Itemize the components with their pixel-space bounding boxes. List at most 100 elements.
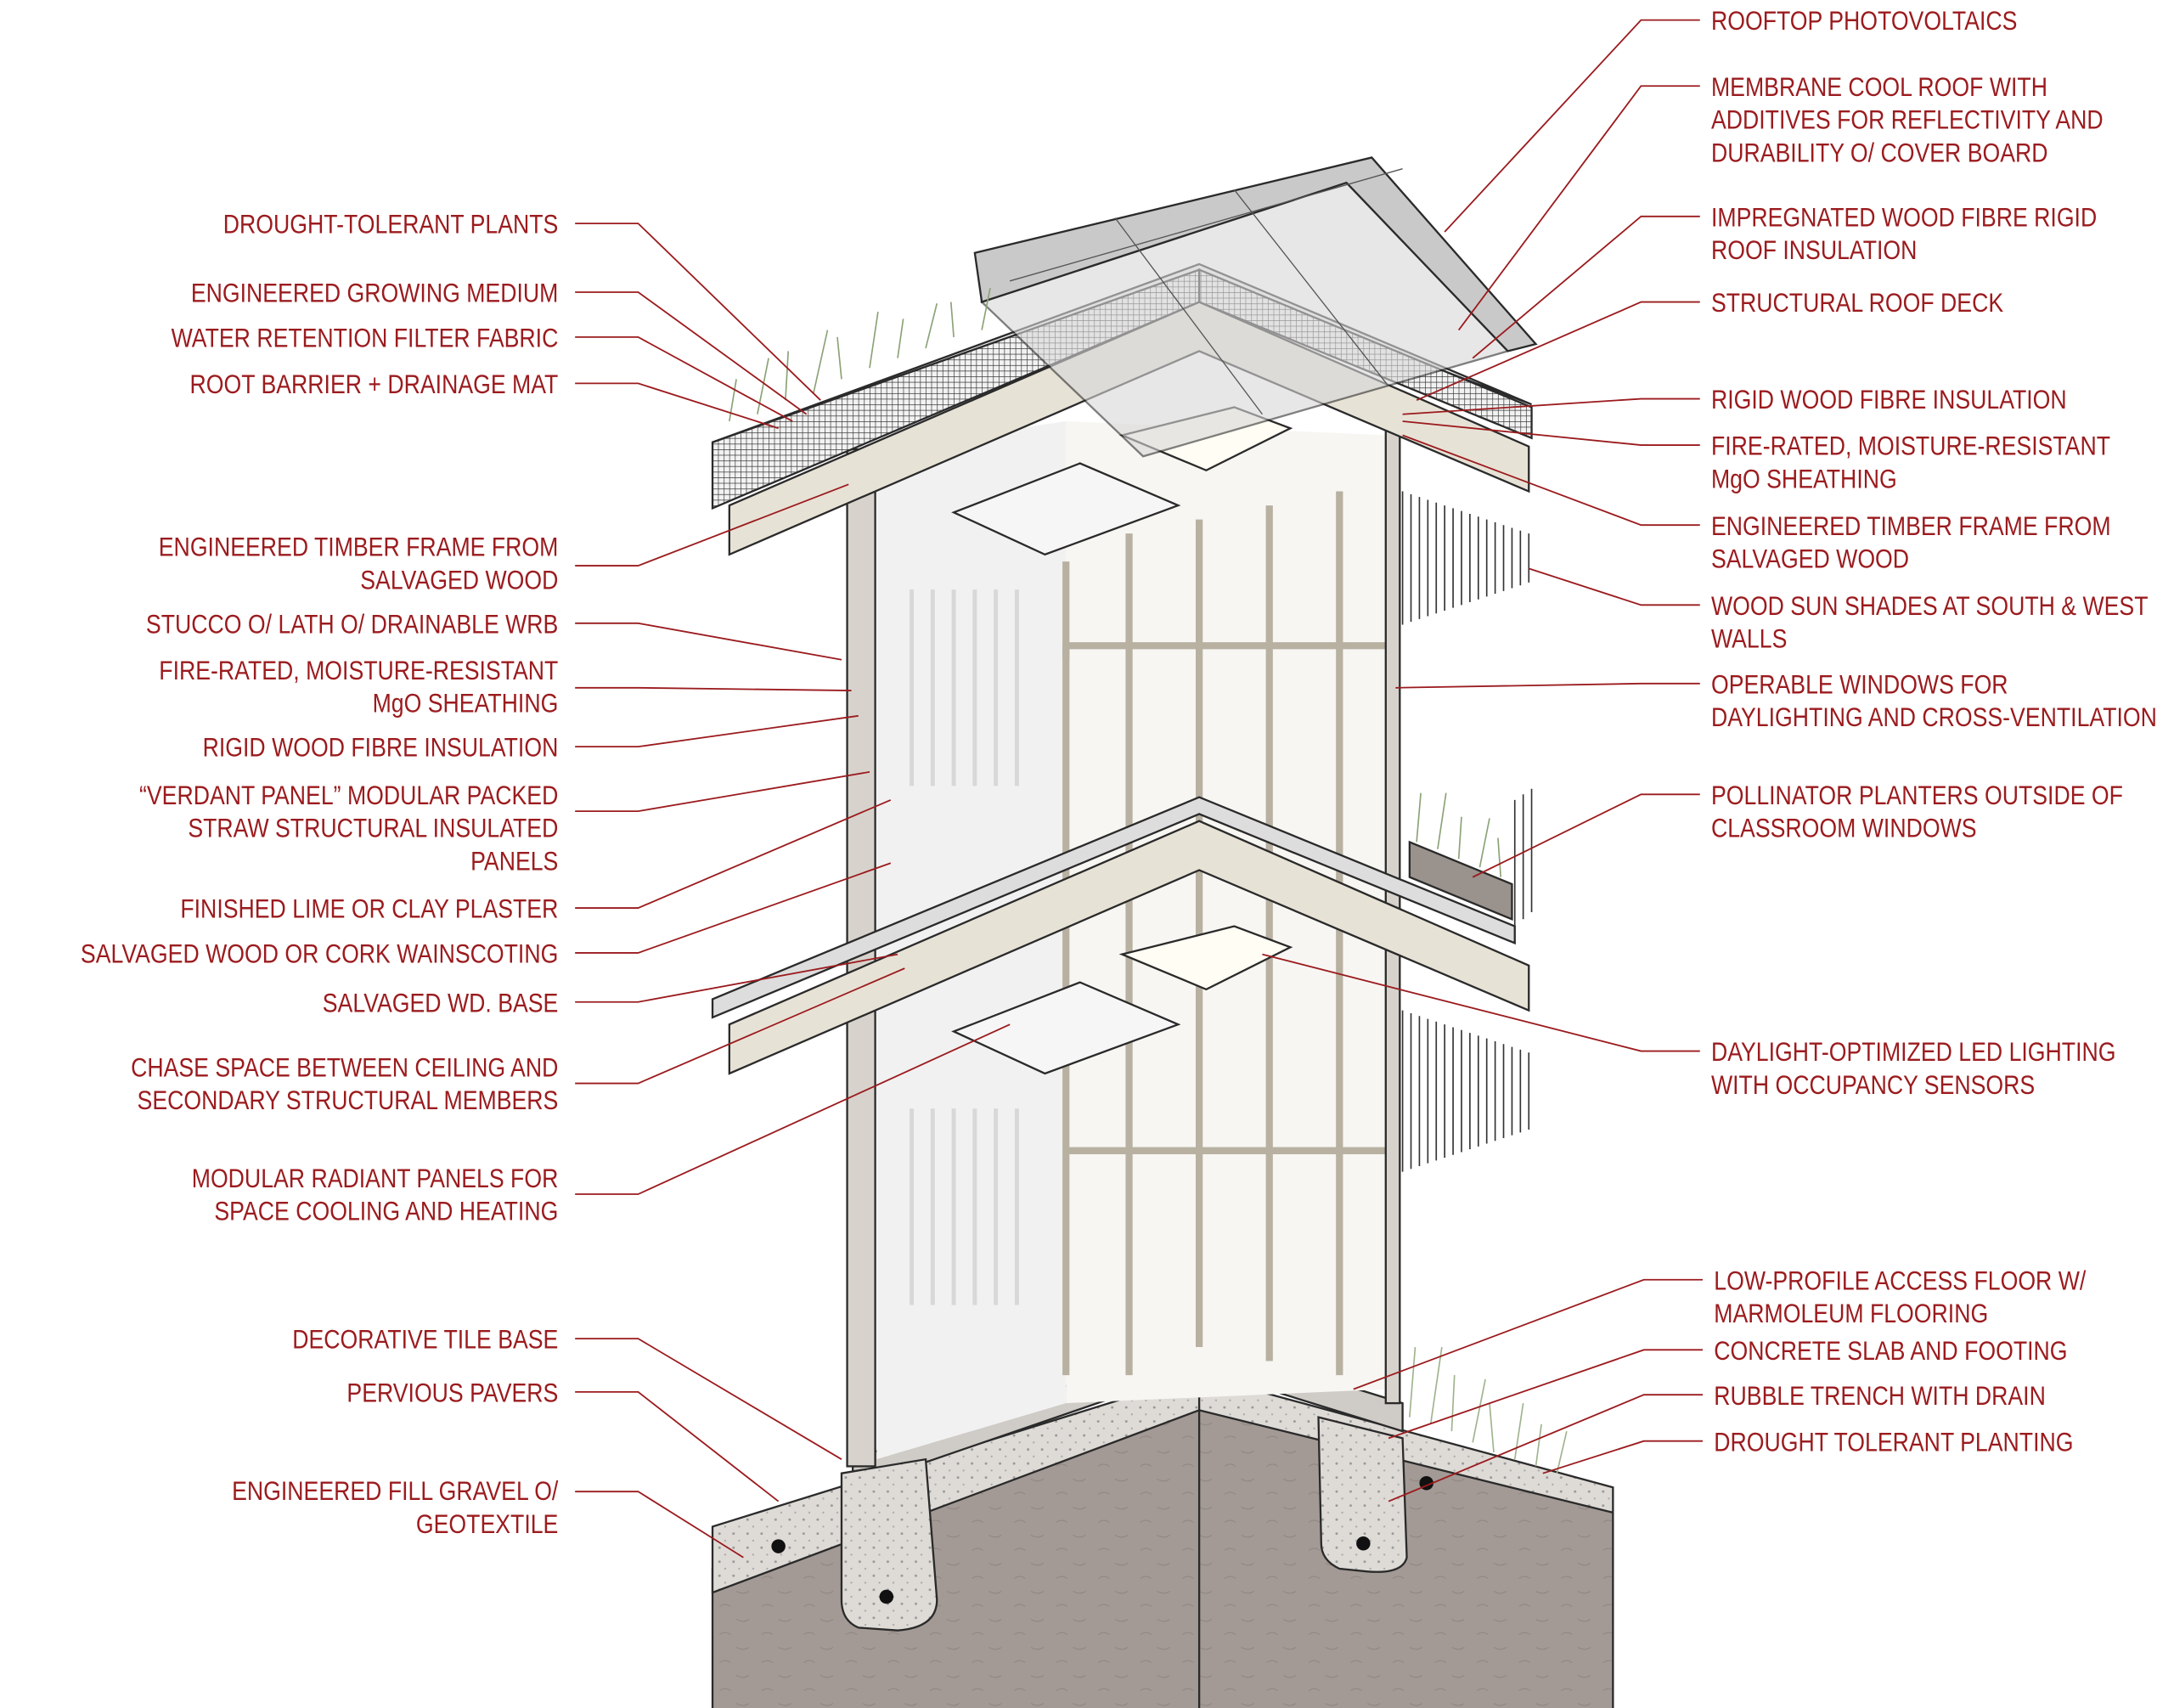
callout-label: CHASE SPACE BETWEEN CEILING AND bbox=[131, 1053, 558, 1082]
leader-line bbox=[1472, 793, 1700, 878]
leader-line bbox=[575, 1023, 1011, 1195]
drain-pipe-icon bbox=[771, 1539, 786, 1553]
svg-text:STUCCO O/ LATH O/ DRAINABLE WR: STUCCO O/ LATH O/ DRAINABLE WRB bbox=[146, 610, 558, 639]
drain-pipe-icon bbox=[1356, 1536, 1371, 1551]
wood-sun-shades bbox=[1401, 491, 1530, 1172]
leader-line bbox=[1402, 420, 1700, 446]
ground-planting bbox=[1409, 1346, 1568, 1474]
callout-label: ADDITIVES FOR REFLECTIVITY AND bbox=[1711, 106, 2104, 135]
callout-pervious-pavers: PERVIOUS PAVERS bbox=[346, 1379, 780, 1502]
svg-text:RIGID WOOD FIBRE INSULATION: RIGID WOOD FIBRE INSULATION bbox=[203, 734, 559, 763]
callout-label: DROUGHT-TOLERANT PLANTS bbox=[223, 211, 559, 240]
callout-label: RUBBLE TRENCH WITH DRAIN bbox=[1714, 1382, 2046, 1411]
callout-label: ENGINEERED TIMBER FRAME FROM bbox=[159, 533, 559, 562]
callout-access-floor: LOW-PROFILE ACCESS FLOOR W/MARMOLEUM FLO… bbox=[1353, 1266, 2087, 1390]
callout-roof-deck: STRUCTURAL ROOF DECK bbox=[1416, 289, 2004, 402]
svg-text:CONCRETE SLAB AND FOOTING: CONCRETE SLAB AND FOOTING bbox=[1714, 1337, 2067, 1366]
svg-text:ENGINEERED FILL GRAVEL O/GEOTE: ENGINEERED FILL GRAVEL O/GEOTEXTILE bbox=[232, 1477, 559, 1539]
svg-text:SALVAGED WD. BASE: SALVAGED WD. BASE bbox=[323, 989, 559, 1017]
callout-growing-medium: ENGINEERED GROWING MEDIUM bbox=[191, 279, 808, 415]
leader-line bbox=[575, 223, 821, 401]
callout-drought-tolerant-planting: DROUGHT TOLERANT PLANTING bbox=[1542, 1428, 2073, 1474]
interior-shadow-fins bbox=[910, 589, 1019, 1305]
leader-line bbox=[575, 1390, 780, 1502]
callout-label: ROOFTOP PHOTOVOLTAICS bbox=[1711, 7, 2017, 36]
leader-line bbox=[575, 335, 793, 422]
light-fixture bbox=[1118, 925, 1293, 991]
callout-label: DROUGHT TOLERANT PLANTING bbox=[1714, 1428, 2073, 1457]
callout-label: SALVAGED WOOD OR CORK WAINSCOTING bbox=[81, 940, 558, 969]
svg-text:STRUCTURAL ROOF DECK: STRUCTURAL ROOF DECK bbox=[1711, 289, 2004, 318]
callout-photovoltaics: ROOFTOP PHOTOVOLTAICS bbox=[1444, 7, 2017, 233]
callout-label: SPACE COOLING AND HEATING bbox=[214, 1198, 558, 1226]
callout-filter-fabric: WATER RETENTION FILTER FABRIC bbox=[172, 324, 793, 422]
interior-back bbox=[1066, 420, 1389, 1404]
callout-label: GEOTEXTILE bbox=[416, 1510, 558, 1539]
callout-fill-gravel: ENGINEERED FILL GRAVEL O/GEOTEXTILE bbox=[232, 1477, 744, 1559]
callout-label: ENGINEERED GROWING MEDIUM bbox=[191, 279, 559, 308]
callout-label: CLASSROOM WINDOWS bbox=[1711, 815, 1977, 843]
svg-text:RIGID WOOD FIBRE INSULATION: RIGID WOOD FIBRE INSULATION bbox=[1711, 386, 2067, 414]
leader-line bbox=[575, 686, 852, 691]
footing-right bbox=[1317, 1416, 1408, 1573]
svg-text:DROUGHT-TOLERANT PLANTS: DROUGHT-TOLERANT PLANTS bbox=[223, 211, 559, 240]
ground bbox=[711, 1339, 1614, 1708]
solar-panel bbox=[973, 156, 1538, 458]
leader-line bbox=[575, 714, 859, 748]
callout-label: MEMBRANE COOL ROOF WITH bbox=[1711, 73, 2047, 102]
callout-label: DECORATIVE TILE BASE bbox=[292, 1326, 558, 1355]
leader-line bbox=[1262, 953, 1700, 1052]
callout-drought-tolerant-plants: DROUGHT-TOLERANT PLANTS bbox=[223, 211, 821, 401]
svg-text:RUBBLE TRENCH WITH DRAIN: RUBBLE TRENCH WITH DRAIN bbox=[1714, 1382, 2046, 1411]
leader-line bbox=[1444, 19, 1700, 233]
leader-line bbox=[575, 1491, 744, 1559]
callout-label: RIGID WOOD FIBRE INSULATION bbox=[203, 734, 559, 763]
leader-line bbox=[1542, 1440, 1704, 1474]
callout-label: FIRE-RATED, MOISTURE-RESISTANT bbox=[159, 657, 558, 685]
callout-sun-shades: WOOD SUN SHADES AT SOUTH & WEST WALLS bbox=[1528, 567, 2149, 654]
callout-label: “VERDANT PANEL” MODULAR PACKED bbox=[139, 781, 558, 810]
mid-floor bbox=[711, 796, 1530, 1075]
svg-text:WATER RETENTION FILTER FABRIC: WATER RETENTION FILTER FABRIC bbox=[172, 324, 559, 353]
svg-text:CHASE SPACE BETWEEN CEILING AN: CHASE SPACE BETWEEN CEILING ANDSECONDARY… bbox=[131, 1053, 558, 1115]
svg-text:FINISHED LIME OR CLAY PLASTER: FINISHED LIME OR CLAY PLASTER bbox=[180, 895, 558, 924]
leader-line bbox=[575, 291, 808, 415]
svg-text:DECORATIVE TILE BASE: DECORATIVE TILE BASE bbox=[292, 1326, 558, 1355]
callout-rubble-trench: RUBBLE TRENCH WITH DRAIN bbox=[1388, 1382, 2046, 1502]
callout-label: IMPREGNATED WOOD FIBRE RIGID bbox=[1711, 203, 2097, 232]
svg-text:SALVAGED WOOD OR CORK WAINSCOT: SALVAGED WOOD OR CORK WAINSCOTING bbox=[81, 940, 558, 969]
leader-line bbox=[1353, 1278, 1704, 1390]
callout-label: RIGID WOOD FIBRE INSULATION bbox=[1711, 386, 2067, 414]
pollinator-planter bbox=[1408, 788, 1533, 927]
callout-label: SALVAGED WD. BASE bbox=[323, 989, 559, 1017]
radiant-panel bbox=[951, 981, 1181, 1075]
green-roof-plants bbox=[729, 287, 991, 422]
callout-label: MARMOLEUM FLOORING bbox=[1714, 1299, 1988, 1328]
leader-line bbox=[575, 483, 849, 567]
callout-label: DURABILITY O/ COVER BOARD bbox=[1711, 138, 2048, 167]
leader-line bbox=[1388, 1349, 1704, 1440]
callout-label: WALLS bbox=[1711, 625, 1787, 654]
svg-text:DROUGHT TOLERANT PLANTING: DROUGHT TOLERANT PLANTING bbox=[1714, 1428, 2073, 1457]
callout-label: STRUCTURAL ROOF DECK bbox=[1711, 289, 2004, 318]
callout-wainscoting: SALVAGED WOOD OR CORK WAINSCOTING bbox=[81, 862, 892, 969]
leader-line bbox=[1402, 434, 1700, 527]
callout-label: WOOD SUN SHADES AT SOUTH & WEST bbox=[1711, 592, 2149, 621]
